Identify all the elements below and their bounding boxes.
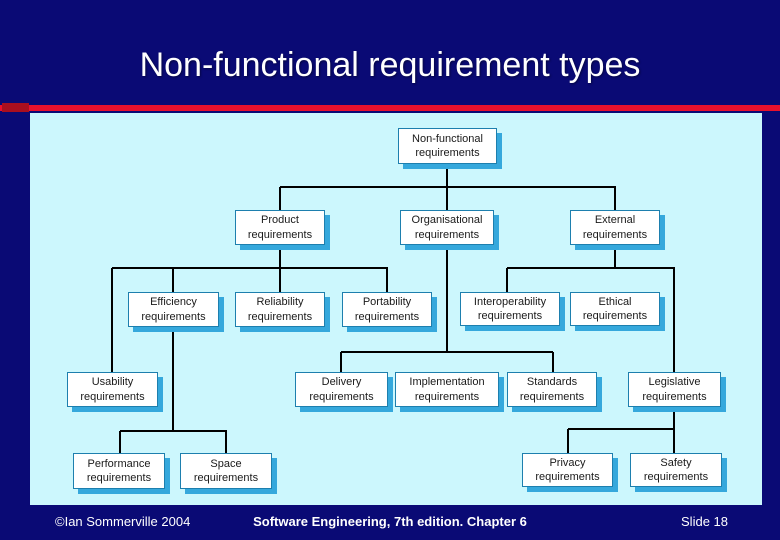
connector-line	[446, 164, 448, 188]
connector-line	[120, 430, 227, 432]
connector-line	[279, 245, 281, 268]
tree-node-external: External requirements	[570, 210, 660, 245]
tree-node-safety: Safety requirements	[630, 453, 722, 487]
tree-node-delivery: Delivery requirements	[295, 372, 388, 407]
tree-node-reliability: Reliability requirements	[235, 292, 325, 327]
tree-node-standards: Standards requirements	[507, 372, 597, 407]
connector-line	[386, 268, 388, 292]
connector-line	[673, 268, 675, 372]
page-title: Non-functional requirement types	[139, 46, 641, 84]
connector-line	[225, 431, 227, 453]
footer-slide-number: Slide 18	[681, 514, 728, 529]
tree-node-legislative: Legislative requirements	[628, 372, 721, 407]
connector-line	[119, 431, 121, 453]
connector-line	[446, 245, 448, 352]
tree-node-space: Space requirements	[180, 453, 272, 489]
connector-line	[172, 268, 174, 292]
title-underline-cap	[2, 103, 29, 112]
tree-node-privacy: Privacy requirements	[522, 453, 613, 487]
connector-line	[552, 352, 554, 372]
tree-node-organisational: Organisational requirements	[400, 210, 494, 245]
connector-line	[112, 267, 388, 269]
connector-line	[341, 351, 553, 353]
connector-line	[279, 187, 281, 210]
connector-line	[673, 407, 675, 429]
tree-node-interoperability: Interoperability requirements	[460, 292, 560, 326]
connector-line	[506, 268, 508, 292]
connector-line	[567, 429, 569, 453]
connector-line	[280, 186, 616, 188]
tree-node-implementation: Implementation requirements	[395, 372, 499, 407]
connector-line	[568, 428, 674, 430]
tree-node-nonfunctional: Non-functional requirements	[398, 128, 497, 164]
title-underline	[0, 105, 780, 111]
tree-node-portability: Portability requirements	[342, 292, 432, 327]
tree-node-ethical: Ethical requirements	[570, 292, 660, 326]
tree-node-performance: Performance requirements	[73, 453, 165, 489]
footer-copyright: ©Ian Sommerville 2004	[55, 514, 191, 529]
connector-line	[111, 268, 113, 372]
connector-line	[172, 327, 174, 431]
connector-line	[614, 187, 616, 210]
connector-line	[673, 429, 675, 453]
connector-line	[446, 187, 448, 210]
connector-line	[279, 268, 281, 292]
footer-book-title: Software Engineering, 7th edition. Chapt…	[253, 514, 527, 529]
connector-line	[507, 267, 675, 269]
connector-line	[614, 245, 616, 268]
tree-node-product: Product requirements	[235, 210, 325, 245]
connector-line	[340, 352, 342, 372]
tree-node-efficiency: Efficiency requirements	[128, 292, 219, 327]
tree-node-usability: Usability requirements	[67, 372, 158, 407]
